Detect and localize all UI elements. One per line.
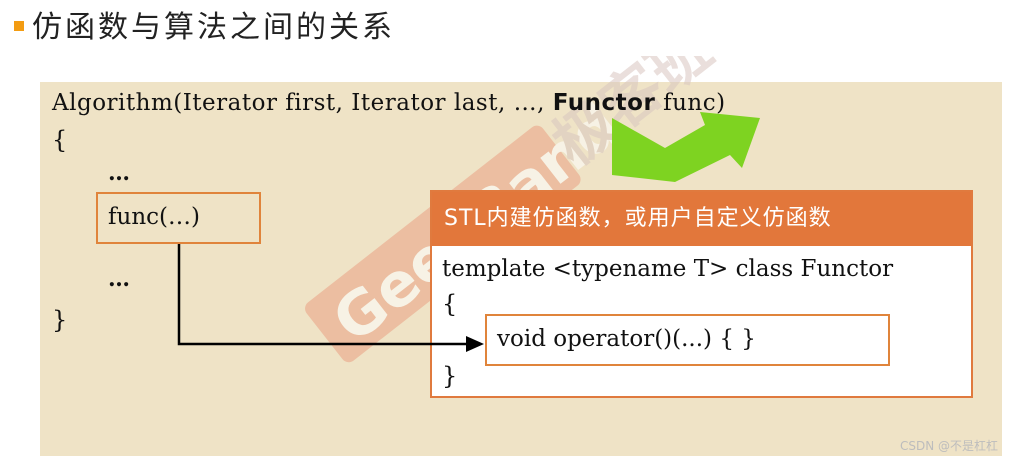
credit-text: CSDN @不是杠杠 <box>899 439 998 453</box>
functor-box: STL内建仿函数，或用户自定义仿函数 <box>430 190 973 398</box>
algorithm-open-brace: { <box>52 126 68 154</box>
operator-text: void operator()(...) { } <box>497 326 756 352</box>
call-connector-line <box>177 244 468 346</box>
algorithm-dots-top: … <box>108 160 130 186</box>
func-call-box: func(…) <box>96 192 261 244</box>
algorithm-signature: Algorithm(Iterator first, Iterator last,… <box>52 90 726 116</box>
signature-functor: Functor <box>552 90 656 116</box>
operator-box: void operator()(...) { } <box>485 314 890 366</box>
title-bullet <box>14 21 24 31</box>
algorithm-dots-bottom: … <box>108 266 130 292</box>
algorithm-close-brace: } <box>52 306 68 334</box>
functor-open-brace: { <box>442 290 458 318</box>
functor-template-line: template <typename T> class Functor <box>442 256 894 282</box>
functor-close-brace: } <box>442 362 458 390</box>
functor-header: STL内建仿函数，或用户自定义仿函数 <box>432 192 971 246</box>
signature-prefix: Algorithm(Iterator first, Iterator last,… <box>52 90 553 116</box>
signature-suffix: func) <box>655 90 726 116</box>
page-title: 仿函数与算法之间的关系 <box>32 10 395 45</box>
func-call-text: func(…) <box>108 204 200 230</box>
call-connector-arrowhead <box>466 336 484 352</box>
green-arrow <box>612 112 760 182</box>
